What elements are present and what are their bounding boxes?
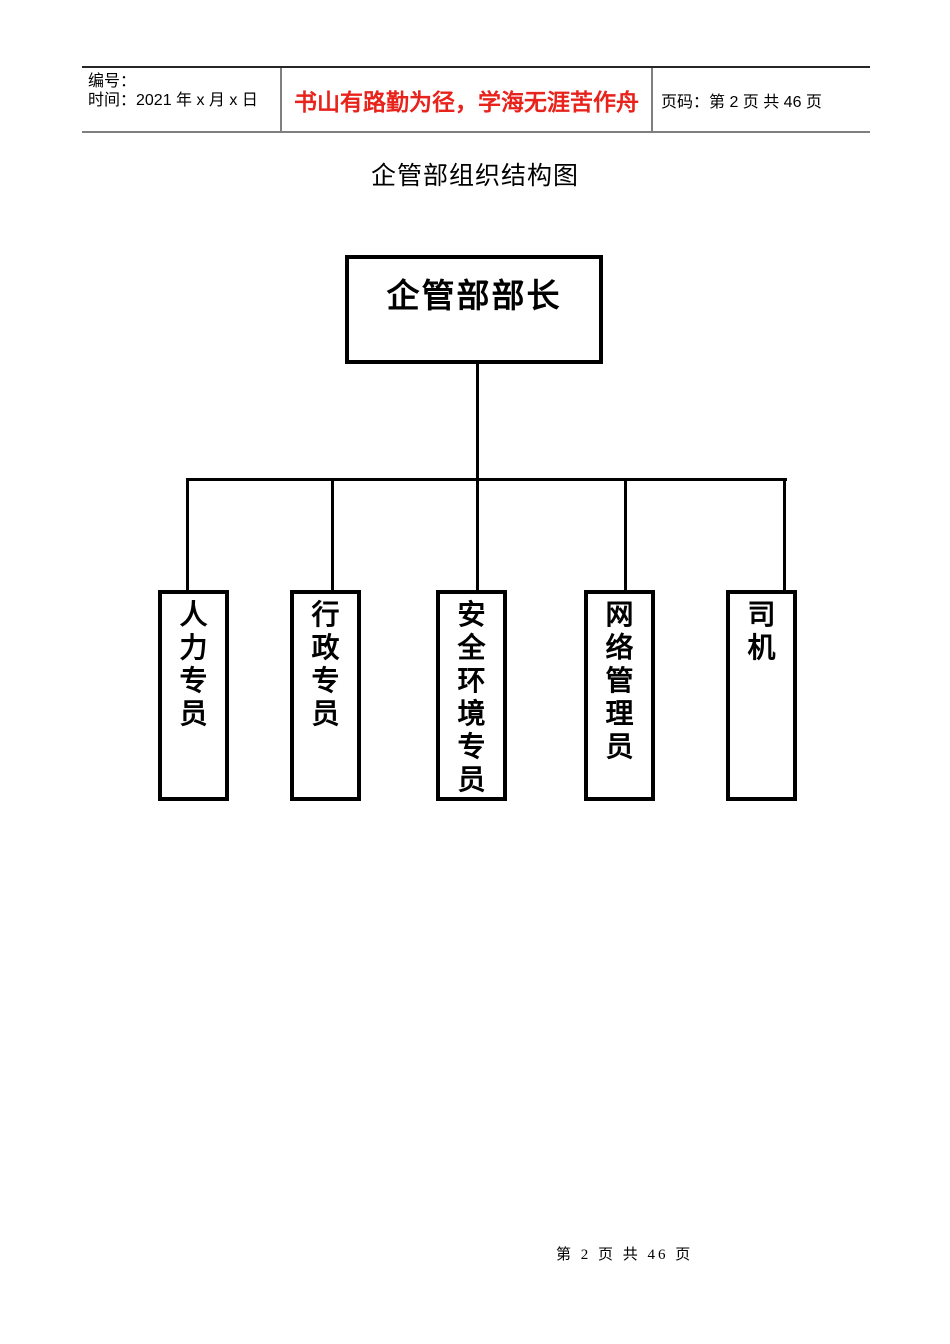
- org-child-label: 行政专员: [311, 600, 340, 730]
- connector-drop-2: [331, 479, 334, 592]
- doc-number-label: 编号：: [88, 73, 137, 90]
- org-child-box-admin: 行政专员: [290, 590, 361, 801]
- connector-drop-4: [624, 479, 627, 592]
- connector-drop-1: [186, 479, 189, 592]
- connector-horizontal: [186, 478, 787, 481]
- org-root-box: 企管部部长: [345, 255, 603, 364]
- header-cell-page: 页码：第 2 页 共 46 页: [653, 68, 870, 131]
- org-child-box-driver: 司机: [726, 590, 797, 801]
- motto-text: 书山有路勤为径，学海无涯苦作舟: [294, 88, 639, 115]
- doc-date-line: 时间：2021 年 x 月 x 日: [88, 92, 258, 109]
- org-root-label: 企管部部长: [386, 279, 562, 315]
- doc-title: 企管部组织结构图: [370, 163, 579, 190]
- connector-drop-3: [476, 479, 479, 592]
- connector-drop-5: [783, 479, 786, 592]
- connector-root-drop: [476, 362, 479, 479]
- page-footer: 第 2 页 共 46 页: [556, 1247, 694, 1263]
- header-cell-left: 编号： 时间：2021 年 x 月 x 日: [82, 68, 280, 131]
- org-child-label: 司机: [747, 600, 776, 664]
- org-child-label: 安全环境专员: [457, 600, 486, 796]
- header-cell-motto: 书山有路勤为径，学海无涯苦作舟: [280, 68, 653, 131]
- org-child-label: 网络管理员: [605, 600, 634, 763]
- org-child-box-hr: 人力专员: [158, 590, 229, 801]
- org-child-box-safety-env: 安全环境专员: [436, 590, 507, 801]
- org-child-box-network-admin: 网络管理员: [584, 590, 655, 801]
- org-child-label: 人力专员: [179, 600, 208, 730]
- header-table: 编号： 时间：2021 年 x 月 x 日 书山有路勤为径，学海无涯苦作舟 页码…: [82, 66, 870, 133]
- page-info-text: 页码：第 2 页 共 46 页: [661, 93, 822, 111]
